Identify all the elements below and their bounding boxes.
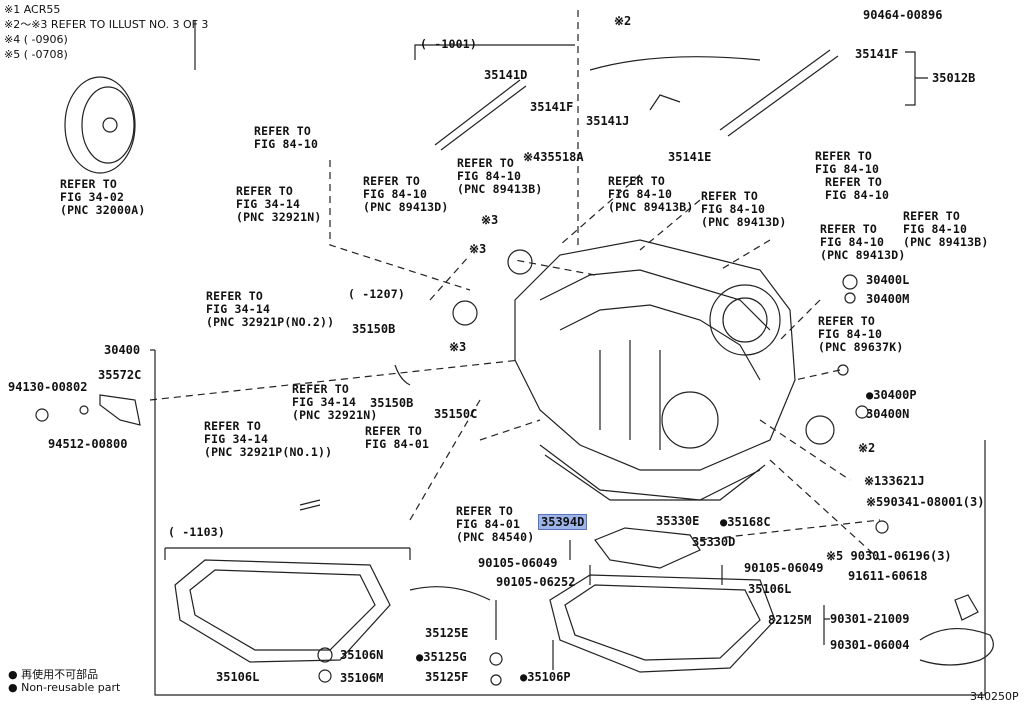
part-note-s3-b: ※3 [469,242,487,256]
legend-non-reusable: ● Non-reusable part [8,681,121,694]
part-133621J[interactable]: ※133621J [864,474,925,488]
part-35518A[interactable]: ※435518A [523,150,584,164]
footnote-4: ※5 ( -0708) [4,48,68,61]
part-35141D[interactable]: 35141D [484,68,528,82]
part-90105-06049-left[interactable]: 90105-06049 [478,556,558,570]
footnote-3: ※4 ( -0906) [4,33,68,46]
part-note-s2-top: ※2 [614,14,632,28]
part-35106N[interactable]: 35106N [340,648,384,662]
part-90301-06004[interactable]: 90301-06004 [830,638,910,652]
part-35141F[interactable]: 35141F [530,100,574,114]
part-30400L[interactable]: 30400L [866,273,910,287]
footnote-1: ※1 ACR55 [4,3,61,16]
part-35330E[interactable]: 35330E [656,514,700,528]
part-35125E[interactable]: 35125E [425,626,469,640]
part-35141J[interactable]: 35141J [586,114,630,128]
illustration-id: 340250P [970,690,1019,703]
part-91611-60618[interactable]: 91611-60618 [848,569,928,583]
part-35106L-right[interactable]: 35106L [748,582,792,596]
part-90105-06252[interactable]: 90105-06252 [496,575,576,589]
part-35012B[interactable]: 35012B [932,71,976,85]
part-90341-08001[interactable]: ※590341-08001(3) [866,495,985,509]
part-35141F-b[interactable]: 35141F [855,47,899,61]
part-90301-06196[interactable]: ※5 90301-06196(3) [826,549,952,563]
part-35150C[interactable]: 35150C [434,407,478,421]
part-35572C[interactable]: 35572C [98,368,142,382]
footnote-2: ※2～※3 REFER TO ILLUST NO. 3 OF 3 [4,18,209,31]
part-35330D[interactable]: 35330D [692,535,736,549]
part-30400[interactable]: 30400 [104,343,141,357]
part-90301-21009[interactable]: 90301-21009 [830,612,910,626]
part-note-s3-c: ※3 [449,340,467,354]
part-35141E[interactable]: 35141E [668,150,712,164]
part-35106P[interactable]: ●35106P [520,670,571,684]
part-90105-06049-right[interactable]: 90105-06049 [744,561,824,575]
part-82125M[interactable]: 82125M [768,613,812,627]
range-label-1207: ( -1207) [348,287,405,301]
part-35125G[interactable]: ●35125G [416,650,467,664]
part-note-s3-a: ※3 [481,213,499,227]
part-30400N[interactable]: 30400N [866,407,910,421]
part-35168C[interactable]: ●35168C [720,515,771,529]
part-35150B-b[interactable]: 35150B [370,396,414,410]
part-note-s2-mid: ※2 [858,441,876,455]
part-30400M[interactable]: 30400M [866,292,910,306]
part-30400P[interactable]: ●30400P [866,388,917,402]
part-94512-00800[interactable]: 94512-00800 [48,437,128,451]
range-label-1001: ( -1001) [420,37,477,51]
part-35106L-left[interactable]: 35106L [216,670,260,684]
part-90464-00896[interactable]: 90464-00896 [863,8,943,22]
part-35125F[interactable]: 35125F [425,670,469,684]
legend-japanese: ● 再使用不可部品 [8,668,99,681]
range-label-1103: ( -1103) [168,525,225,539]
part-35394D-highlighted[interactable]: 35394D [538,514,588,530]
part-35106M[interactable]: 35106M [340,671,384,685]
part-94130-00802[interactable]: 94130-00802 [8,380,88,394]
part-35150B[interactable]: 35150B [352,322,396,336]
